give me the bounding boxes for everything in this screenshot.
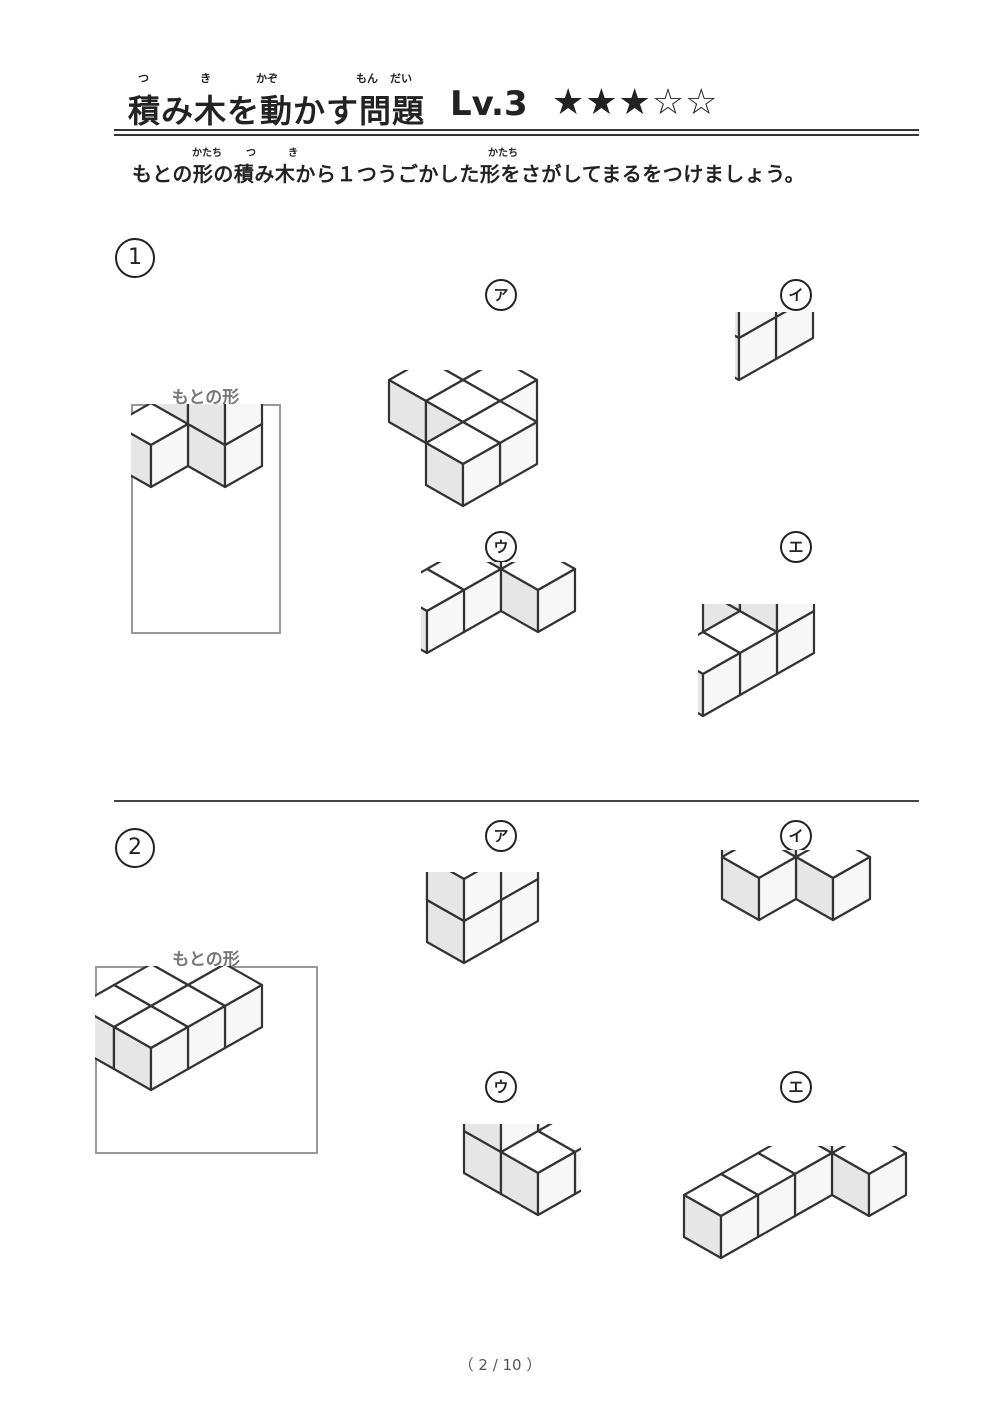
instr-ruby-katachi: かたち xyxy=(192,148,222,159)
instruction-text: もとの形の積み木から１つうごかした形をさがしてまるをつけましょう。 xyxy=(132,162,806,186)
q2-option-c-figure[interactable] xyxy=(421,1124,581,1306)
cube-right-face xyxy=(461,441,502,508)
cube-right-face xyxy=(757,855,798,922)
q2-original-figure xyxy=(95,966,264,1092)
cube-right-face xyxy=(774,312,788,319)
cube-right-face xyxy=(425,588,466,655)
instr-ruby-tsu: つ xyxy=(246,148,256,159)
cube-right-face xyxy=(536,1150,577,1217)
cube-right-face xyxy=(499,562,516,571)
cube-left-face xyxy=(486,562,503,571)
cube-left-face xyxy=(725,604,742,613)
instr-ruby-katachi-2: かたち xyxy=(488,148,518,159)
cube-left-face xyxy=(781,850,798,859)
q2-option-b-label[interactable]: イ xyxy=(780,820,812,852)
q2-option-c-label[interactable]: ウ xyxy=(485,1071,517,1103)
q1-original-figure xyxy=(131,404,264,489)
question-divider xyxy=(114,800,919,802)
q2-option-a-figure[interactable] xyxy=(421,872,581,1054)
question-1-number: 1 xyxy=(115,238,155,278)
cube-right-face xyxy=(149,422,190,489)
question-2-number: 2 xyxy=(115,828,155,868)
cube-right-face xyxy=(719,1193,760,1260)
q2-option-b-figure[interactable] xyxy=(716,850,876,1054)
instr-ruby-ki: き xyxy=(288,148,298,159)
q1-option-a-figure[interactable] xyxy=(385,370,615,510)
cube-left-face xyxy=(150,404,190,426)
cube-left-face xyxy=(738,604,779,634)
title-ruby-ki: き xyxy=(200,72,211,85)
cube-right-face xyxy=(831,855,872,922)
q2-original-label: もとの形 xyxy=(172,950,240,970)
q1-original-label: もとの形 xyxy=(171,388,240,408)
cube-right-face xyxy=(867,1151,908,1218)
cube-left-face xyxy=(186,404,227,447)
cube-left-face xyxy=(817,1146,834,1155)
q2-option-d-figure[interactable] xyxy=(680,1146,912,1306)
page-title: 積み木を動かす問題 xyxy=(128,92,426,130)
title-ruby-tsu: つ xyxy=(138,72,149,85)
q1-option-c-label[interactable]: ウ xyxy=(485,531,517,563)
difficulty-stars: ★★★☆☆ xyxy=(552,82,719,123)
q1-option-d-figure[interactable] xyxy=(698,604,894,764)
cube-right-face xyxy=(775,604,816,634)
q1-option-b-label[interactable]: イ xyxy=(780,279,812,311)
q2-option-a-label[interactable]: ア xyxy=(485,820,517,852)
cube-right-face xyxy=(149,1025,190,1092)
cube-right-face xyxy=(830,1146,847,1155)
title-ruby-dai: だい xyxy=(390,72,412,85)
q1-option-a-label[interactable]: ア xyxy=(485,279,517,311)
cube-right-face xyxy=(794,850,811,859)
q1-option-c-figure[interactable] xyxy=(421,562,581,762)
cube-right-face xyxy=(499,872,540,902)
header-rule-bottom xyxy=(114,134,919,136)
page-indicator: （ 2 / 10 ） xyxy=(458,1356,542,1374)
q1-option-d-label[interactable]: エ xyxy=(780,531,812,563)
instruction-block: かたち つ き かたち もとの形の積み木から１つうごかした形をさがしてまるをつけ… xyxy=(132,144,892,188)
cube-right-face xyxy=(462,872,503,923)
q1-option-b-figure[interactable] xyxy=(735,312,859,508)
cube-left-face xyxy=(462,1124,503,1154)
cube-right-face xyxy=(737,312,778,340)
cube-right-face xyxy=(499,1124,540,1154)
title-ruby-mon: もん xyxy=(356,72,378,85)
cube-right-face xyxy=(774,312,815,361)
cube-right-face xyxy=(536,567,577,634)
cube-right-face xyxy=(536,1124,553,1133)
title-ruby-kazo: かぞ xyxy=(256,72,278,85)
q2-option-d-label[interactable]: エ xyxy=(780,1071,812,1103)
level-label: Lv.3 xyxy=(450,84,528,124)
cube-right-face xyxy=(223,404,264,447)
cube-right-face xyxy=(701,651,742,718)
header-rule-top xyxy=(114,129,919,131)
